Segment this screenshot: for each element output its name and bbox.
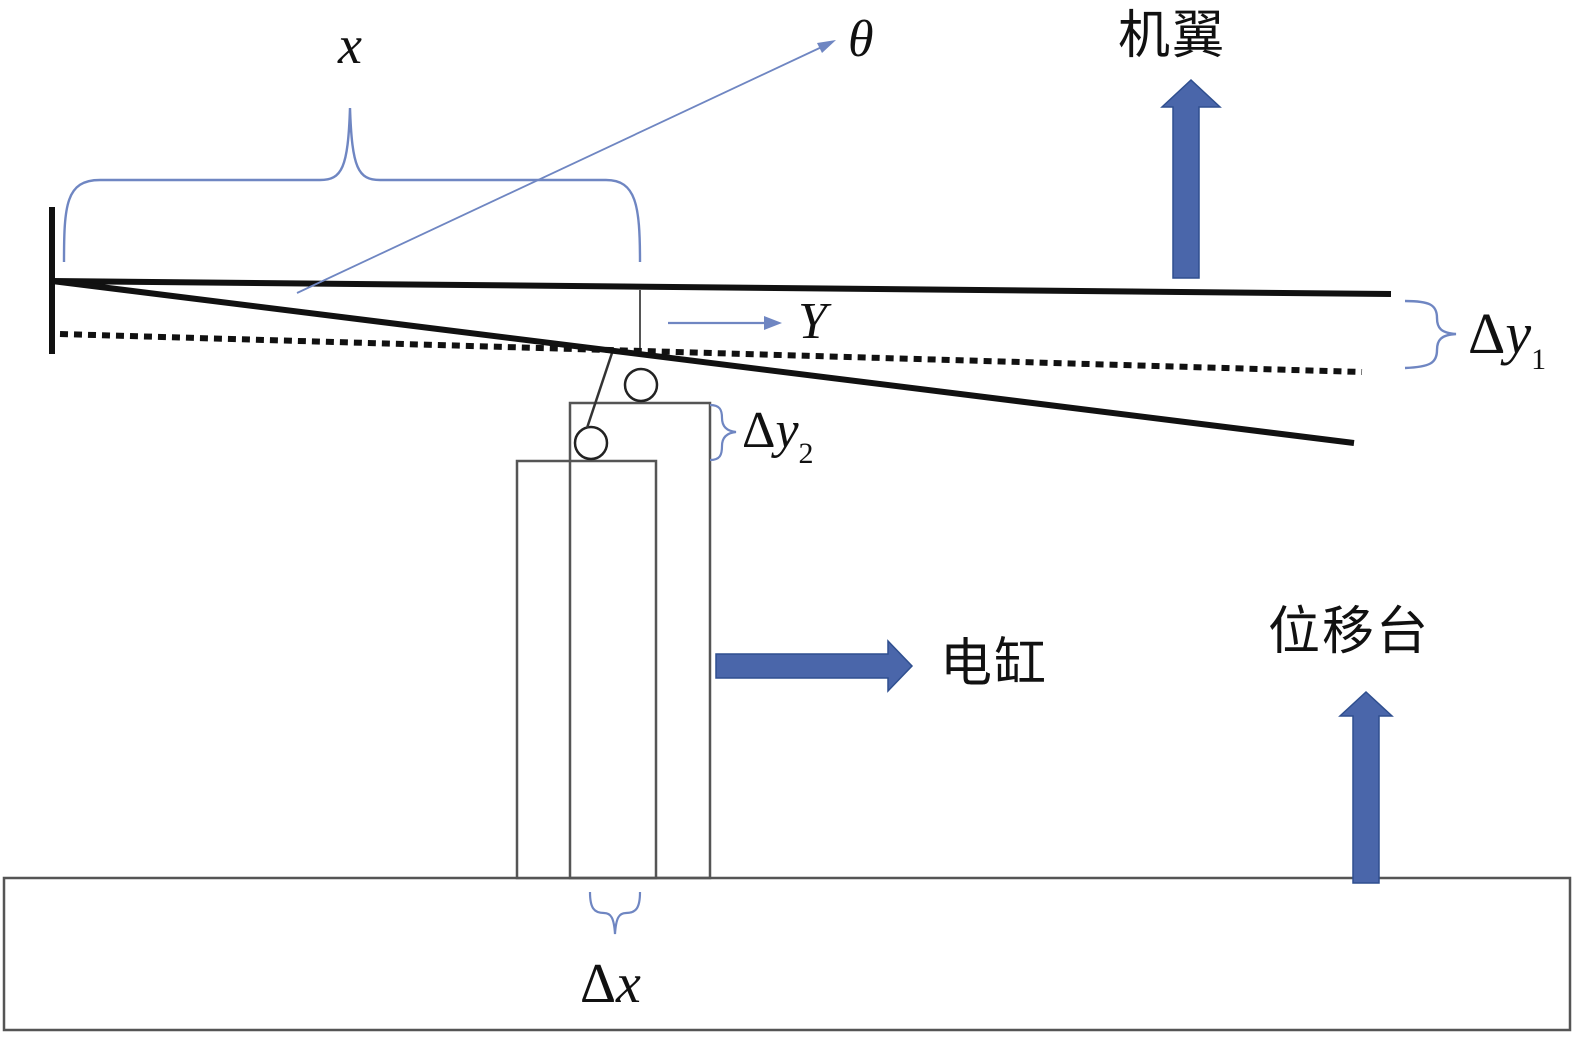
cylinder-label: 电缸: [940, 634, 1049, 694]
y-direction-head: [764, 316, 782, 330]
upper-roller: [623, 367, 659, 403]
x-label: x: [338, 15, 362, 75]
wing-dotted-reference: [59, 331, 1363, 375]
cylinder-body: [515, 459, 658, 880]
delta-y2-delta: Δ: [742, 402, 776, 459]
roller-link: [585, 352, 614, 429]
theta-pointer-head: [817, 40, 836, 53]
cylinder-carriage: [568, 401, 712, 880]
wing-undeformed: [51, 278, 1392, 297]
delta-x-var: x: [616, 953, 641, 1015]
wing-deflected: [51, 278, 1355, 446]
x-brace: [62, 107, 642, 263]
delta-y2-brace: [709, 403, 737, 462]
delta-y2-var: y: [775, 402, 799, 459]
wing-pointer-arrow: [1160, 78, 1222, 279]
delta-y2-label: Δy2: [742, 405, 814, 469]
theta-pointer: [296, 44, 827, 294]
delta-y1-var: y: [1505, 301, 1532, 366]
stage-pointer-arrow: [1338, 690, 1394, 884]
stage-label: 位移台: [1268, 602, 1431, 662]
delta-y2-sub: 2: [798, 437, 814, 470]
lower-roller: [573, 425, 609, 461]
delta-y1-label: Δy1: [1468, 305, 1546, 375]
delta-x-label: Δx: [580, 956, 641, 1012]
delta-y1-sub: 1: [1531, 343, 1547, 376]
wing-label: 机翼: [1118, 6, 1227, 66]
stage-base: [2, 876, 1572, 1032]
theta-label: θ: [848, 11, 874, 68]
delta-x-brace: [588, 891, 642, 935]
y-axis-label: Y: [798, 293, 827, 350]
cylinder-pointer-arrow: [715, 639, 914, 693]
delta-x-delta: Δ: [580, 953, 617, 1015]
delta-y1-delta: Δ: [1468, 301, 1506, 366]
delta-y1-brace: [1404, 299, 1457, 370]
